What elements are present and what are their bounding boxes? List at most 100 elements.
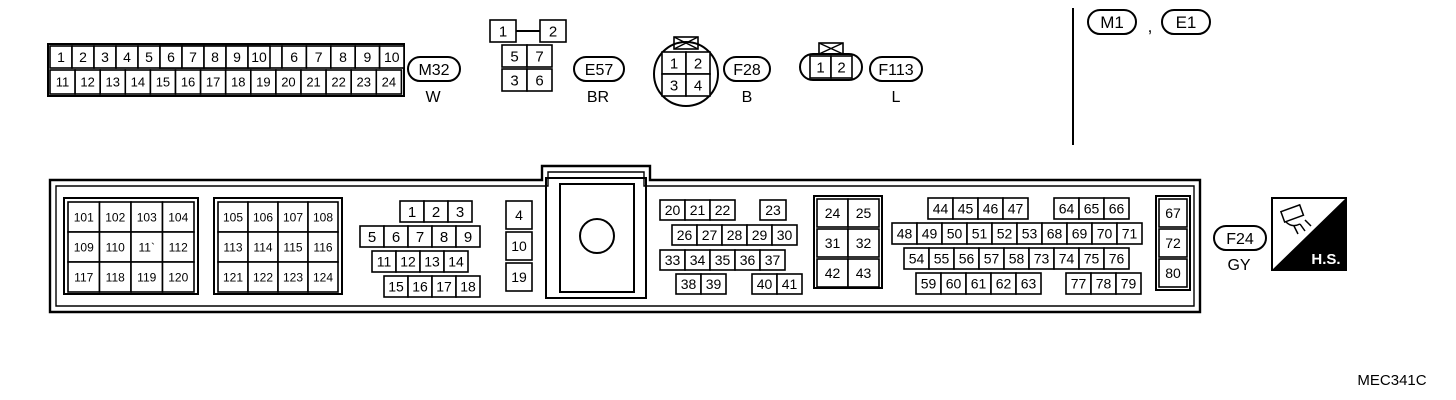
ecm-pin-label: 22 — [715, 202, 731, 218]
f28-connector-body — [653, 41, 719, 107]
ecm-pin-label: 114 — [253, 240, 272, 254]
m32-pin-cell — [74, 69, 101, 95]
ecm-pin-cell — [307, 261, 339, 293]
color-f24: GY — [1227, 257, 1250, 274]
ecm-pin-label: 117 — [74, 270, 93, 284]
ecm-pin-cell — [1158, 198, 1188, 228]
ecm-pin-label: 9 — [464, 229, 472, 246]
ecm-pin-label: 7 — [416, 229, 424, 246]
m32-pin-cell — [174, 69, 202, 95]
ecm-pin-label: 15 — [388, 279, 404, 295]
ecm-pin-cell — [505, 231, 533, 261]
m32-pin-label: 16 — [181, 75, 195, 90]
m32-pin-label: 2 — [79, 49, 87, 65]
ecm-pin-label: 49 — [922, 226, 938, 242]
ecm-pin-cell — [759, 199, 787, 221]
m32-pin-label: 7 — [315, 49, 323, 65]
ecm-pin-label: 35 — [715, 252, 731, 268]
ecm-block-8 — [1155, 195, 1191, 291]
ecm-pin-label: 116 — [313, 240, 332, 254]
e57-pin-label: 2 — [549, 23, 557, 40]
color-f113: L — [892, 89, 901, 106]
ecm-pin-label: 12 — [400, 254, 416, 270]
m32-pin-label: 10 — [251, 49, 267, 65]
e57-pin-label: 6 — [535, 72, 543, 89]
ecm-pin-label: 55 — [934, 251, 950, 267]
e57-pin-cell — [489, 19, 517, 43]
ecm-pin-cell — [847, 198, 880, 228]
m32-pin-label: 21 — [306, 75, 320, 90]
m32-pin-label: 11 — [56, 75, 70, 90]
ecm-pin-cell — [67, 261, 101, 293]
color-e57: BR — [587, 89, 609, 106]
m32-pin-label: 1 — [57, 49, 65, 65]
ecm-pin-label: 3 — [456, 204, 464, 221]
ecm-pin-label: 21 — [690, 202, 706, 218]
m32-pin-label: 4 — [123, 49, 131, 65]
ecm-pin-label: 30 — [777, 227, 793, 243]
ecm-pin-label: 52 — [997, 226, 1013, 242]
m32-pin-cell — [247, 45, 271, 69]
ecm-pin-label: 6 — [392, 229, 400, 246]
e57-pin-cell — [526, 68, 553, 92]
ecm-pin-cell — [247, 261, 279, 293]
ecm-pin-cell — [307, 231, 339, 263]
ecm-pin-label: 27 — [702, 227, 718, 243]
ecm-pin-cell — [776, 273, 803, 295]
m32-pin-label: 5 — [145, 49, 153, 65]
ecm-pin-cell — [771, 224, 798, 246]
m32-pin-label: 12 — [80, 75, 94, 90]
m32-pin-cell — [124, 69, 152, 95]
m32-pin-cell — [350, 69, 378, 95]
color-m32: W — [425, 89, 441, 106]
ecm-pin-label: 104 — [168, 210, 188, 224]
code-f28: F28 — [733, 62, 761, 79]
hs-label: H.S. — [1311, 251, 1340, 268]
ecm-pin-cell — [1158, 258, 1188, 288]
ecm-block-2 — [213, 197, 343, 295]
ecm-pin-label: 67 — [1165, 205, 1181, 221]
ecm-pin-label: 122 — [253, 270, 273, 284]
ecm-pin-cell — [130, 201, 164, 233]
m32-pin-label: 13 — [106, 75, 120, 90]
m32-pin-label: 14 — [131, 75, 145, 90]
m32-pin-label: 20 — [281, 75, 295, 90]
ecm-pin-cell — [1103, 247, 1130, 270]
ecm-pin-label: 18 — [460, 279, 476, 295]
m32-pin-label: 22 — [331, 75, 345, 90]
ecm-pin-label: 103 — [137, 210, 157, 224]
ecm-pin-label: 109 — [74, 240, 94, 254]
m32-pin-cell — [149, 69, 177, 95]
ecm-pin-label: 4 — [515, 207, 523, 223]
m32-pin-cell — [250, 69, 277, 95]
ecm-pin-cell — [816, 198, 849, 228]
code-separator: , — [1148, 17, 1153, 36]
code-f113: F113 — [878, 62, 913, 79]
ecm-pin-label: 105 — [223, 210, 243, 224]
code-m32: M32 — [418, 62, 449, 79]
ecm-pin-label: 77 — [1071, 276, 1087, 292]
ecm-pin-label: 5 — [368, 229, 376, 246]
m32-pin-cell — [49, 69, 76, 95]
ecm-pin-label: 44 — [933, 201, 949, 217]
ecm-pin-label: 64 — [1059, 201, 1075, 217]
ecm-connector-inner — [55, 171, 1195, 307]
m32-pin-label: 6 — [290, 49, 298, 65]
ecm-pin-label: 10 — [511, 238, 527, 254]
ecm-pin-cell — [1103, 197, 1130, 220]
ecm-pin-label: 123 — [283, 270, 303, 284]
harness-side-symbol: H.S. — [1271, 197, 1347, 271]
ecm-pin-cell — [1158, 228, 1188, 258]
ecm-pin-label: 37 — [765, 252, 781, 268]
ecm-pin-label: 8 — [440, 229, 448, 246]
ecm-pin-label: 31 — [825, 235, 841, 251]
m32-pin-label: 7 — [189, 49, 197, 65]
ecm-pin-label: 34 — [690, 252, 706, 268]
m32-pin-label: 19 — [256, 75, 270, 90]
ecm-pin-label: 58 — [1009, 251, 1025, 267]
f113-latch — [818, 42, 844, 55]
ecm-pin-label: 11 — [377, 254, 392, 270]
ecm-pin-cell — [277, 231, 309, 263]
ecm-pin-cell — [847, 228, 880, 258]
